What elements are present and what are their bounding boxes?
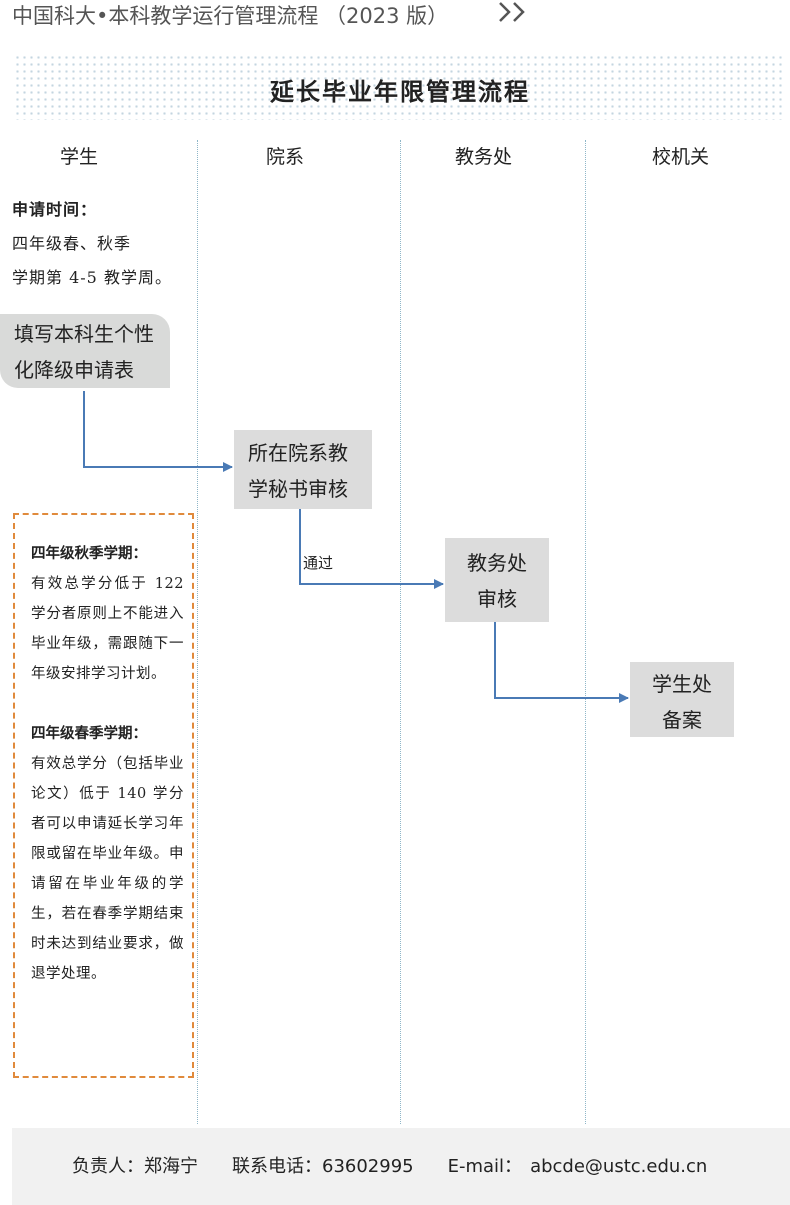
- node-line: 学生处: [652, 672, 712, 696]
- application-time: 申请时间： 四年级春、秋季 学期第 4-5 教学周。: [12, 193, 172, 295]
- contact-person: 负责人：郑海宁: [72, 1156, 198, 1177]
- node-department-review: 所在院系教 学秘书审核: [234, 430, 372, 509]
- note-text-autumn: 有效总学分低于 122 学分者原则上不能进入毕业年级，需跟随下一年级安排学习计划…: [31, 576, 184, 682]
- lane-divider: [400, 140, 401, 1124]
- application-time-label: 申请时间：: [12, 200, 98, 219]
- node-line: 备案: [662, 708, 702, 732]
- node-student-office-archive: 学生处 备案: [630, 662, 734, 737]
- column-header-school-office: 校机关: [652, 146, 710, 168]
- node-line: 化降级申请表: [14, 358, 134, 382]
- email-label: E-mail：: [447, 1156, 523, 1177]
- lane-divider: [585, 140, 586, 1124]
- node-line: 所在院系教: [248, 441, 348, 465]
- application-time-line: 四年级春、秋季: [12, 234, 132, 253]
- application-time-line: 学期第 4-5 教学周。: [12, 268, 172, 287]
- node-fill-application-form: 填写本科生个性 化降级申请表: [0, 314, 170, 388]
- note-text-spring: 有效总学分（包括毕业论文）低于 140 学分者可以申请延长学习年限或留在毕业年级…: [31, 756, 184, 982]
- column-header-student: 学生: [60, 146, 99, 168]
- node-line: 学秘书审核: [248, 477, 348, 501]
- node-line: 审核: [477, 587, 517, 611]
- column-header-department: 院系: [266, 146, 305, 168]
- contact-email: abcde@ustc.edu.cn: [530, 1156, 708, 1177]
- note-title-autumn: 四年级秋季学期：: [31, 545, 147, 562]
- title-banner: 延长毕业年限管理流程: [14, 54, 786, 120]
- edge-label-pass: 通过: [303, 554, 334, 572]
- node-line: 填写本科生个性: [14, 322, 154, 346]
- contact-phone: 联系电话：63602995: [232, 1156, 414, 1177]
- lane-divider: [197, 140, 198, 1124]
- node-line: 教务处: [467, 551, 527, 575]
- credit-rules-note: 四年级秋季学期： 有效总学分低于 122 学分者原则上不能进入毕业年级，需跟随下…: [13, 513, 194, 1078]
- arrow-student-to-dept: [83, 391, 233, 472]
- note-title-spring: 四年级春季学期：: [31, 725, 147, 742]
- header-title: 中国科大•本科教学运行管理流程 （2023 版）: [12, 4, 449, 28]
- double-chevron-right-icon: [499, 2, 525, 22]
- arrow-dept-to-office: [299, 509, 444, 589]
- page-title: 延长毕业年限管理流程: [270, 78, 530, 106]
- node-academic-affairs-review: 教务处 审核: [445, 538, 549, 622]
- arrow-office-to-archive: [494, 622, 629, 703]
- column-header-academic-affairs: 教务处: [455, 146, 513, 168]
- footer-contact: 负责人：郑海宁 联系电话：63602995 E-mail： abcde@ustc.ed…: [12, 1128, 790, 1205]
